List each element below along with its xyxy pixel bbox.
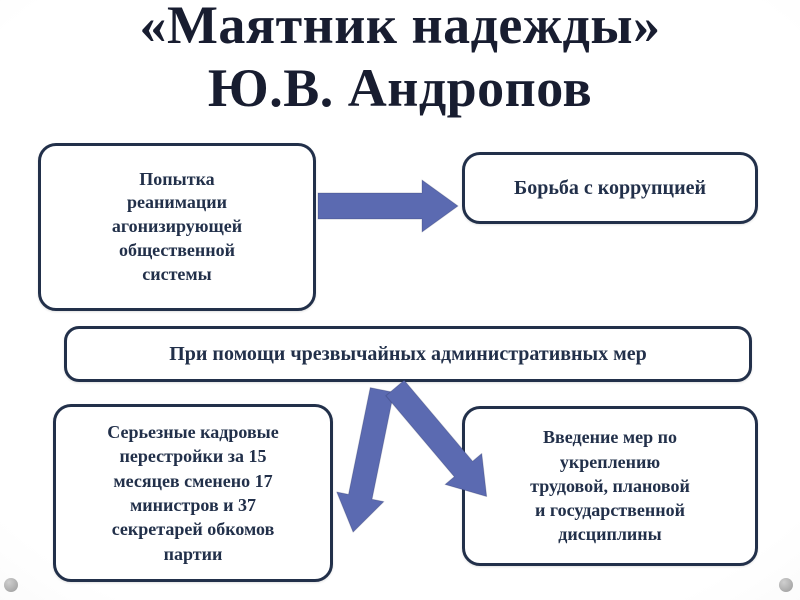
box-administrative-measures-text: При помощи чрезвычайных административных… xyxy=(169,342,647,365)
decorative-dot-right xyxy=(779,578,793,592)
arrow-right-icon xyxy=(317,179,459,233)
box-personnel-changes-text: Серьезные кадровые перестройки за 15 мес… xyxy=(107,422,279,564)
slide-title-line2: Ю.В. Андропов xyxy=(207,57,593,118)
slide-title-line1: «Маятник надежды» xyxy=(139,0,661,55)
box-fight-corruption: Борьба с коррупцией xyxy=(462,152,758,224)
slide-title: «Маятник надежды» Ю.В. Андропов xyxy=(0,0,800,119)
box-attempt-reanimation: Попытка реанимации агонизирующей обществ… xyxy=(38,143,316,311)
box-fight-corruption-text: Борьба с коррупцией xyxy=(513,176,706,199)
box-personnel-changes: Серьезные кадровые перестройки за 15 мес… xyxy=(53,404,333,582)
decorative-dot-left xyxy=(4,578,18,592)
arrow-down-icon xyxy=(336,387,395,533)
box-attempt-reanimation-text: Попытка реанимации агонизирующей обществ… xyxy=(111,168,243,284)
box-discipline-measures-text: Введение мер по укреплению трудовой, пла… xyxy=(530,427,690,545)
box-administrative-measures: При помощи чрезвычайных административных… xyxy=(64,326,752,382)
box-discipline-measures: Введение мер по укреплению трудовой, пла… xyxy=(462,406,758,566)
